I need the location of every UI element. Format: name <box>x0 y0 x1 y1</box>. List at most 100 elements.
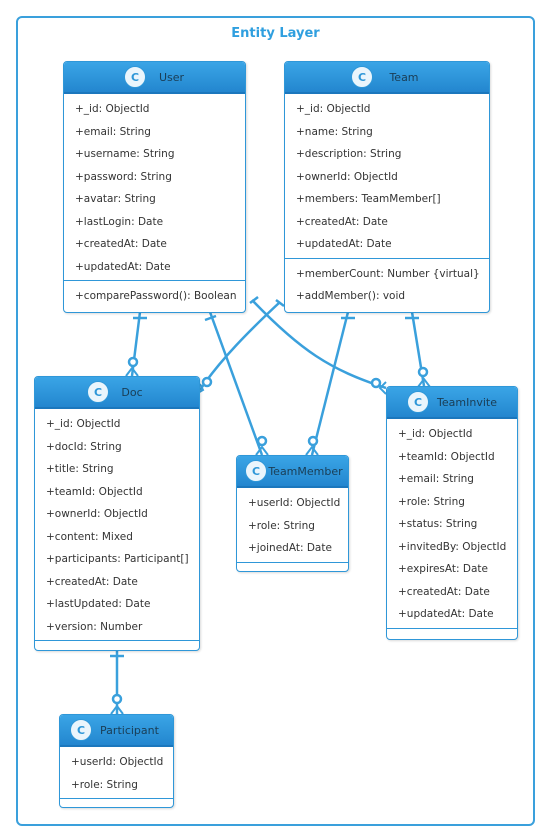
crowfoot-user-teaminvite <box>378 381 387 395</box>
bar-user-teaminvite <box>249 296 259 304</box>
attribute: +expiresAt: Date <box>398 563 488 575</box>
class-header: C TeamMember <box>237 456 348 488</box>
class-header: C Participant <box>60 715 173 747</box>
attribute: +name: String <box>296 125 373 138</box>
attribute-list: +userId: ObjectId +role: String <box>60 747 173 798</box>
class-icon: C <box>124 66 146 88</box>
attribute: +joinedAt: Date <box>248 542 332 554</box>
method-list <box>35 640 199 650</box>
attribute: +participants: Participant[] <box>46 553 189 565</box>
attribute: +updatedAt: Date <box>398 608 494 620</box>
attribute: +createdAt: Date <box>46 575 138 588</box>
class-header: C Doc <box>35 377 199 409</box>
crowfoot-user-doc <box>125 366 139 377</box>
class-header: C TeamInvite <box>387 387 517 419</box>
attribute: +docId: String <box>46 440 122 453</box>
method: +comparePassword(): Boolean <box>75 290 237 302</box>
attribute: +teamId: ObjectId <box>46 485 143 498</box>
link-user-teammember <box>208 311 264 456</box>
attribute: +role: String <box>398 495 465 508</box>
circle-team-doc <box>201 376 213 388</box>
class-header: C Team <box>285 62 489 94</box>
attribute: +createdAt: Date <box>398 585 490 598</box>
attribute: +updatedAt: Date <box>75 260 171 273</box>
attribute: +ownerId: ObjectId <box>296 170 398 183</box>
method-list <box>387 627 517 640</box>
method-list <box>237 561 348 572</box>
method: +memberCount: Number {virtual} <box>296 267 480 280</box>
attribute: +members: TeamMember[] <box>296 193 441 205</box>
attribute: +status: String <box>398 518 478 530</box>
attribute: +updatedAt: Date <box>296 238 392 250</box>
bar-team-doc <box>275 299 285 307</box>
class-team[interactable]: C Team +_id: ObjectId +name: String +des… <box>284 61 490 313</box>
entity-layer-package: Entity Layer <box>16 16 535 826</box>
attribute: +email: String <box>398 473 474 485</box>
class-participant[interactable]: C Participant +userId: ObjectId +role: S… <box>59 714 174 808</box>
class-name: TeamInvite <box>437 395 497 409</box>
attribute: +teamId: ObjectId <box>398 450 495 463</box>
class-icon: C <box>351 66 373 88</box>
class-header: C User <box>64 62 245 94</box>
class-icon: C <box>70 719 92 741</box>
attribute: +invitedBy: ObjectId <box>398 540 507 553</box>
method-list: +memberCount: Number {virtual} +addMembe… <box>285 257 489 310</box>
attribute: +lastUpdated: Date <box>46 598 151 610</box>
crowfoot-team-teaminvite <box>417 377 431 388</box>
attribute: +username: String <box>75 148 175 160</box>
attribute: +content: Mixed <box>46 530 133 543</box>
link-user-teaminvite <box>251 299 387 390</box>
attribute: +email: String <box>75 125 151 138</box>
class-name: Doc <box>121 385 143 399</box>
circle-user-doc <box>127 356 139 368</box>
attribute: +title: String <box>46 463 114 475</box>
class-name: Participant <box>100 723 159 737</box>
method: +addMember(): void <box>296 290 406 302</box>
circle-user-teaminvite <box>370 377 382 389</box>
crowfoot-doc-participant <box>110 704 124 715</box>
attribute: +password: String <box>75 170 172 183</box>
package-title: Entity Layer <box>231 26 320 41</box>
class-doc[interactable]: C Doc +_id: ObjectId +docId: String +tit… <box>34 376 200 651</box>
attribute-list: +userId: ObjectId +role: String +joinedA… <box>237 488 348 562</box>
class-teammember[interactable]: C TeamMember +userId: ObjectId +role: St… <box>236 455 349 572</box>
link-team-teammember <box>310 311 350 456</box>
attribute: +createdAt: Date <box>75 238 167 250</box>
attribute: +description: String <box>296 148 402 160</box>
class-name: User <box>158 70 185 84</box>
circle-doc-participant <box>111 693 123 705</box>
attribute: +_id: ObjectId <box>296 103 371 115</box>
attribute: +_id: ObjectId <box>398 428 473 440</box>
attribute: +_id: ObjectId <box>46 418 121 430</box>
attribute: +_id: ObjectId <box>75 103 150 115</box>
class-user[interactable]: C User +_id: ObjectId +email: String +us… <box>63 61 246 313</box>
class-icon: C <box>245 460 267 482</box>
class-name: Team <box>389 70 419 84</box>
crowfoot-user-teammember <box>255 445 269 456</box>
circle-team-teammember <box>307 435 319 447</box>
attribute: +lastLogin: Date <box>75 215 164 228</box>
attribute: +version: Number <box>46 620 143 633</box>
attribute: +avatar: String <box>75 193 156 205</box>
crowfoot-team-teammember <box>305 445 319 456</box>
circle-user-teammember <box>256 435 268 447</box>
method-list: +comparePassword(): Boolean <box>64 280 245 310</box>
attribute: +role: String <box>248 519 315 532</box>
class-teaminvite[interactable]: C TeamInvite +_id: ObjectId +teamId: Obj… <box>386 386 518 640</box>
attribute-list: +_id: ObjectId +email: String +username:… <box>64 94 245 280</box>
attribute-list: +_id: ObjectId +name: String +descriptio… <box>285 94 489 258</box>
circle-team-teaminvite <box>417 366 429 378</box>
attribute-list: +_id: ObjectId +teamId: ObjectId +email:… <box>387 419 517 628</box>
attribute: +role: String <box>71 778 138 791</box>
attribute: +ownerId: ObjectId <box>46 508 148 520</box>
class-name: TeamMember <box>268 464 343 478</box>
attribute-list: +_id: ObjectId +docId: String +title: St… <box>35 409 199 640</box>
attribute: +userId: ObjectId <box>71 756 164 768</box>
class-icon: C <box>407 391 429 413</box>
class-icon: C <box>87 381 109 403</box>
method-list <box>60 798 173 807</box>
attribute: +userId: ObjectId <box>248 497 341 509</box>
bar-user-teammember <box>204 314 217 322</box>
attribute: +createdAt: Date <box>296 215 388 228</box>
